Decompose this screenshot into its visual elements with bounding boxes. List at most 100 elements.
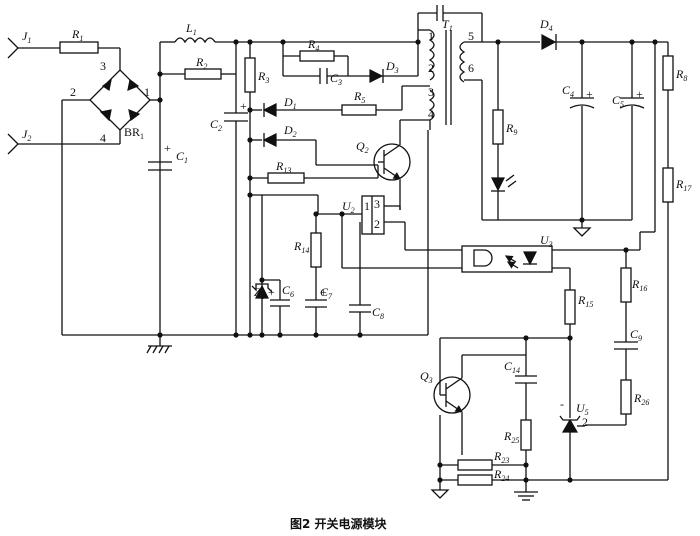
label-t1: T1 xyxy=(442,17,453,33)
label-d1: D1 xyxy=(283,95,297,111)
transistor-q2 xyxy=(373,119,430,210)
resistor-r9 xyxy=(492,109,504,145)
resistor-r3 xyxy=(244,57,256,93)
label-r17: R17 xyxy=(675,177,692,193)
label-r15: R15 xyxy=(577,293,593,309)
resistor-r16 xyxy=(620,267,632,303)
input-jacks xyxy=(7,37,90,155)
pin-br-2: 2 xyxy=(70,85,76,99)
resistor-r25 xyxy=(520,419,532,451)
resistor-r26 xyxy=(620,379,632,415)
jack-j2-symbol xyxy=(7,133,19,155)
diode-d2 xyxy=(262,133,277,147)
ground-symbol-secondary xyxy=(572,227,592,237)
label-r24: R24 xyxy=(493,467,509,483)
pin-br-4: 4 xyxy=(100,131,106,145)
ground-symbol-q3 xyxy=(430,489,450,499)
resistor-r5 xyxy=(341,104,377,116)
pin-u2-2: 2 xyxy=(374,217,380,231)
pin-u5-minus: - xyxy=(560,397,564,411)
inductor-l1 xyxy=(174,37,216,44)
label-r2: R2 xyxy=(195,55,207,71)
label-c14: C14 xyxy=(504,359,520,375)
c6-plus-mark: + xyxy=(268,285,275,299)
label-r16: R16 xyxy=(631,277,647,293)
c5-plus-mark: + xyxy=(636,87,643,101)
pin-t-5: 5 xyxy=(468,29,474,43)
label-u2: U2 xyxy=(342,199,355,215)
diode-d3 xyxy=(369,69,384,83)
label-r14: R14 xyxy=(293,239,309,255)
label-c1: C1 xyxy=(176,149,188,165)
diode-d4 xyxy=(541,33,557,51)
pin-t-6: 6 xyxy=(468,61,474,75)
label-u5: U5 xyxy=(576,401,589,417)
pin-t-3: 3 xyxy=(428,85,434,99)
label-d3: D3 xyxy=(385,59,399,75)
resistor-r17 xyxy=(662,167,674,203)
label-r5: R5 xyxy=(353,89,365,105)
diode-d1 xyxy=(262,103,277,117)
resistor-r1 xyxy=(59,41,99,54)
label-j1: J1 xyxy=(22,29,31,45)
pin-br-3: 3 xyxy=(100,59,106,73)
pin-t-4: 4 xyxy=(428,107,434,121)
transformer-t1 xyxy=(428,29,466,125)
label-c8: C8 xyxy=(372,305,384,321)
label-d2: D2 xyxy=(283,123,297,139)
jack-j1-symbol xyxy=(7,37,19,59)
label-r25: R25 xyxy=(503,429,519,445)
transistor-q3 xyxy=(433,354,526,455)
c1-plus-mark: + xyxy=(164,141,171,155)
label-d4: D4 xyxy=(539,17,553,33)
pin-t-2: 2 xyxy=(428,61,434,75)
label-u3: U3 xyxy=(540,233,553,249)
label-c7: C7 xyxy=(320,285,333,301)
led-indicator xyxy=(491,177,505,192)
label-r9: R9 xyxy=(505,121,517,137)
bridge-rectifier-br1 xyxy=(61,69,160,335)
pin-br-1: 1 xyxy=(144,85,150,99)
resistor-r23 xyxy=(457,459,493,471)
label-c5: C5 xyxy=(612,93,624,109)
figure-caption: 图2 开关电源模块 xyxy=(290,516,388,531)
junction-dots xyxy=(157,39,658,483)
label-c6: C6 xyxy=(282,283,294,299)
label-r23: R23 xyxy=(493,449,509,465)
label-r4: R4 xyxy=(307,37,319,53)
pin-numbers: 1 2 3 4 1 2 3 4 5 6 1 2 3 2 - + + + + + … xyxy=(70,29,643,429)
pin-u5-2: 2 xyxy=(582,415,588,429)
label-r8: R8 xyxy=(675,67,687,83)
label-c2: C2 xyxy=(210,117,222,133)
resistor-r14 xyxy=(310,232,322,268)
label-br1: BR1 xyxy=(124,125,144,141)
resistor-r15 xyxy=(564,289,576,325)
c2-plus-mark: + xyxy=(240,99,247,113)
resistor-r24 xyxy=(457,474,493,486)
resistor-r8 xyxy=(662,55,674,91)
label-z1: Z1 xyxy=(254,285,265,301)
label-c9: C9 xyxy=(630,327,642,343)
pin-t-1: 1 xyxy=(428,29,434,43)
label-r3: R3 xyxy=(257,69,269,85)
pin-u2-1: 1 xyxy=(364,199,370,213)
ground-symbol-output xyxy=(514,491,538,501)
label-q3: Q3 xyxy=(420,369,433,385)
label-r13: R13 xyxy=(275,159,291,175)
c4-plus-mark: + xyxy=(586,87,593,101)
label-r1: R1 xyxy=(71,27,83,43)
c7-plus-mark: + xyxy=(320,285,327,299)
label-c4: C4 xyxy=(562,83,574,99)
label-q2: Q2 xyxy=(356,139,369,155)
label-r26: R26 xyxy=(633,391,649,407)
label-c3: C3 xyxy=(330,71,342,87)
ic-u2 xyxy=(361,195,385,235)
component-labels: J1 J2 R1 L1 R2 R3 R4 C3 D3 D1 R5 D2 R13 … xyxy=(22,17,692,483)
label-j2: J2 xyxy=(22,127,31,143)
regulator-u5 xyxy=(561,418,579,433)
label-l1: L1 xyxy=(185,21,197,37)
pin-u2-3: 3 xyxy=(374,197,380,211)
ground-symbol-primary xyxy=(146,345,172,354)
